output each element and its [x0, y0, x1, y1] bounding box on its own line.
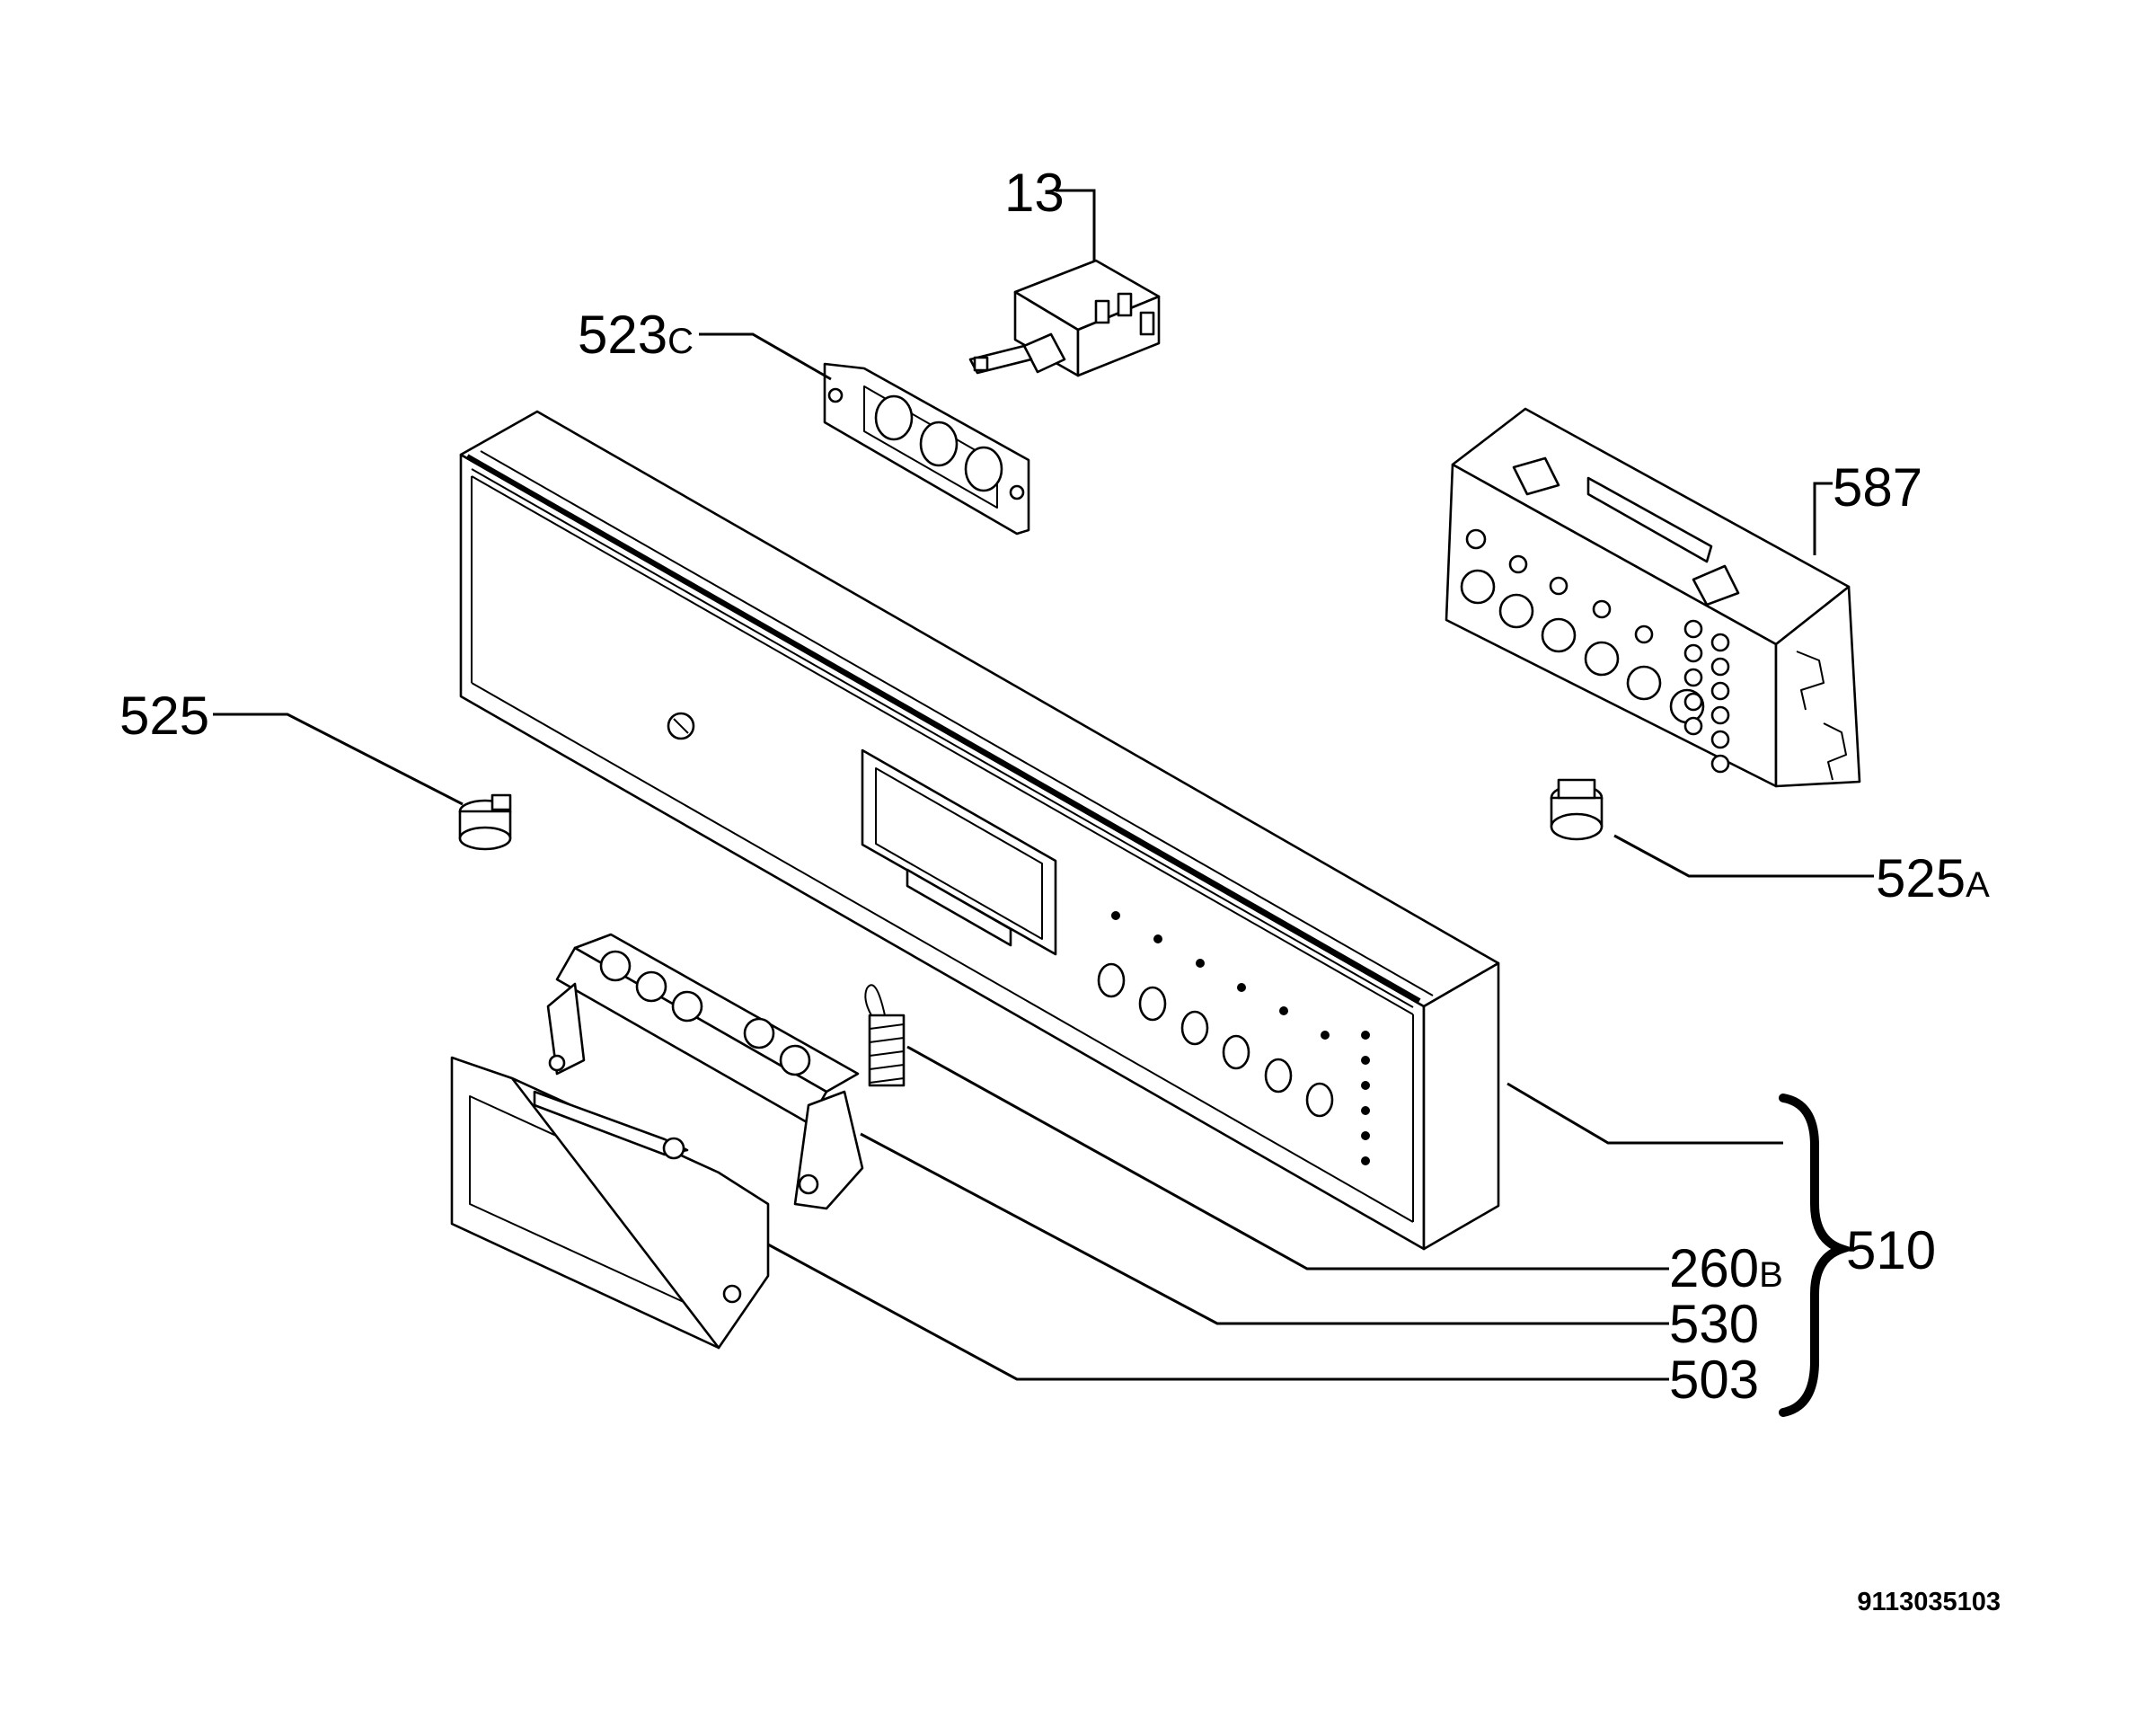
label-530: 530	[1669, 1294, 1759, 1354]
handle-mechanism-part	[546, 933, 864, 1210]
label-587: 587	[1833, 457, 1922, 518]
switch-part	[968, 259, 1161, 377]
spring-part	[864, 984, 906, 1087]
electronic-module-part	[1445, 407, 1861, 788]
leader-530	[860, 1132, 1669, 1325]
label-525a: 525A	[1876, 848, 1990, 908]
leader-523c	[699, 332, 832, 381]
leader-587	[1813, 482, 1833, 555]
bracket-part	[823, 362, 1030, 536]
leader-503	[767, 1243, 1669, 1381]
label-13: 13	[1004, 163, 1065, 223]
leader-lines	[213, 189, 1874, 1381]
label-503: 503	[1669, 1350, 1759, 1410]
leader-510-panel	[1507, 1082, 1783, 1145]
knob-part-right	[1550, 778, 1604, 841]
leader-260b	[906, 1045, 1669, 1271]
label-260b: 260B	[1669, 1238, 1783, 1298]
leader-525a	[1613, 834, 1874, 878]
assembly-brace	[1779, 1094, 1856, 1417]
label-525: 525	[119, 686, 209, 746]
leader-13	[1056, 189, 1096, 261]
handle-housing-part	[450, 1056, 770, 1350]
leader-525	[213, 713, 464, 806]
control-panel	[459, 410, 1500, 1251]
label-523c: 523C	[578, 305, 694, 365]
drawing-code: 9113035103	[1857, 1588, 2001, 1616]
knob-part-left	[458, 793, 512, 851]
label-510: 510	[1846, 1220, 1936, 1280]
